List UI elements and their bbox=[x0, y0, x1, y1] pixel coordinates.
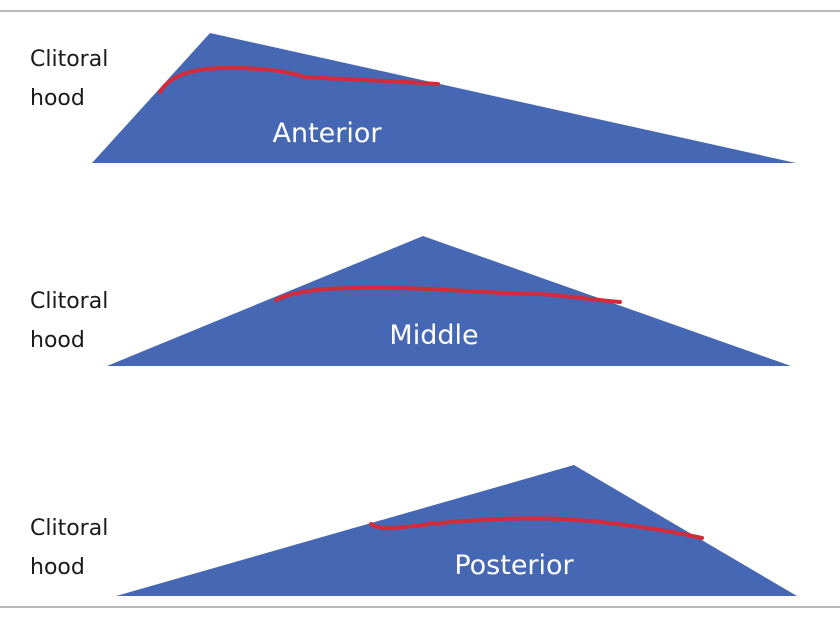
top-border-line bbox=[0, 10, 840, 12]
bottom-border-line bbox=[0, 606, 840, 608]
side-label-line1: Clitoral bbox=[30, 47, 109, 72]
middle-triangle bbox=[107, 236, 791, 366]
posterior-label: Posterior bbox=[454, 550, 574, 581]
side-label-anterior: Clitoral hood bbox=[30, 40, 140, 118]
side-label-line2: hood bbox=[30, 86, 85, 111]
middle-label: Middle bbox=[389, 320, 478, 351]
side-label-line1: Clitoral bbox=[30, 289, 109, 314]
anterior-label: Anterior bbox=[272, 118, 382, 149]
side-label-line2: hood bbox=[30, 328, 85, 353]
panel-middle: Middle bbox=[107, 236, 791, 366]
panel-anterior: Anterior bbox=[92, 33, 796, 163]
posterior-incision-line bbox=[369, 516, 704, 540]
middle-incision-line bbox=[274, 285, 622, 304]
anterior-triangle bbox=[92, 33, 796, 163]
side-label-line2: hood bbox=[30, 555, 85, 580]
posterior-triangle bbox=[116, 465, 797, 596]
side-label-line1: Clitoral bbox=[30, 516, 109, 541]
anterior-incision-line bbox=[158, 66, 440, 94]
side-label-posterior: Clitoral hood bbox=[30, 509, 140, 587]
side-label-middle: Clitoral hood bbox=[30, 282, 140, 360]
panel-posterior: Posterior bbox=[116, 465, 797, 596]
